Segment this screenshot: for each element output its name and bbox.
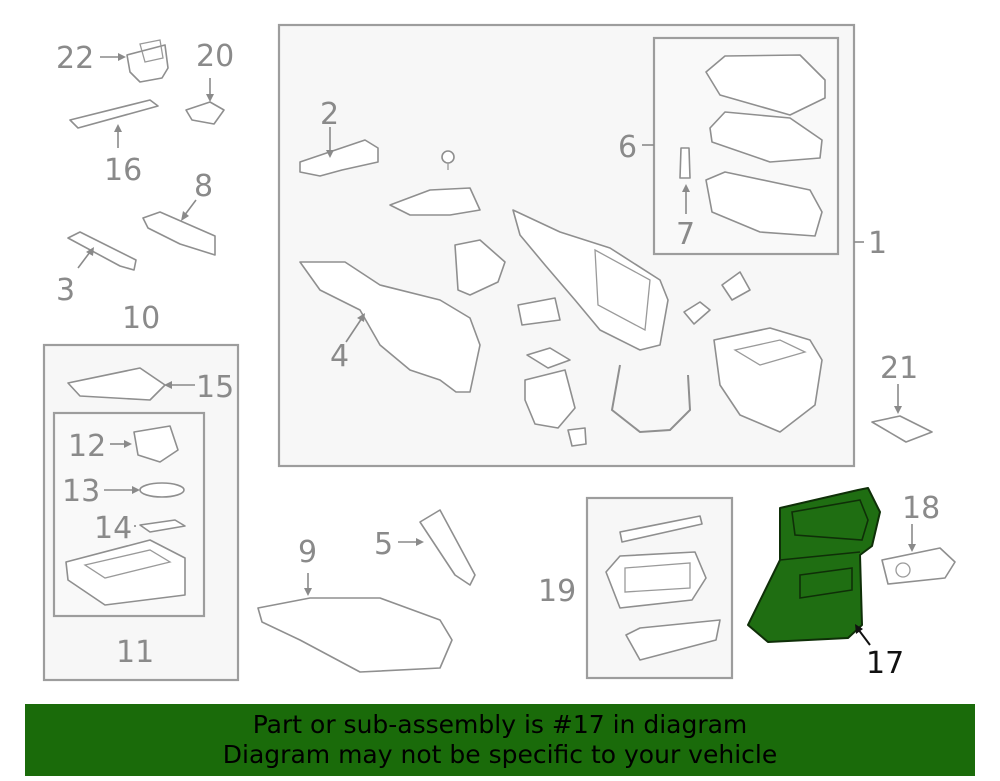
part-clip (441, 150, 455, 170)
callout-17[interactable]: 17 (866, 646, 904, 681)
part-plug (683, 301, 711, 325)
part-knob (721, 271, 751, 301)
callout-9: 9 (298, 535, 317, 570)
part-cup-insert (524, 369, 576, 429)
callout-12: 12 (68, 429, 106, 464)
callout-3: 3 (56, 273, 75, 308)
part-17-highlighted-console-panel[interactable] (747, 487, 881, 643)
part-switch (517, 297, 561, 326)
callout-1: 1 (868, 226, 887, 261)
part-9-tray (257, 597, 453, 673)
part-14-clip (139, 519, 186, 533)
part-12-bracket (133, 425, 179, 463)
part-bracket-c (454, 239, 506, 296)
part-15-cover (67, 367, 166, 401)
callout-22: 22 (56, 41, 94, 76)
part-19-trim (619, 515, 703, 543)
callout-21: 21 (880, 351, 918, 386)
callout-20: 20 (196, 39, 234, 74)
part-7-pin (679, 147, 691, 179)
callout-10: 10 (122, 301, 160, 336)
leader-lines (77, 53, 916, 646)
part-armrest-lid (705, 54, 826, 116)
part-19-frame (625, 619, 721, 661)
part-22-shift-boot (126, 39, 169, 83)
callout-13: 13 (62, 474, 100, 509)
callout-14: 14 (94, 511, 132, 546)
callout-18: 18 (902, 491, 940, 526)
callout-5: 5 (374, 527, 393, 562)
part-16-strip (69, 99, 159, 129)
part-wire-harness (610, 364, 692, 434)
callout-2: 2 (320, 97, 339, 132)
part-console-box (713, 327, 823, 433)
callout-16: 16 (104, 153, 142, 188)
part-armrest-pad (709, 111, 823, 163)
part-3-trim (67, 231, 137, 271)
part-bracket-b (389, 187, 481, 216)
callout-15: 15 (196, 370, 234, 405)
part-13-ring (139, 482, 185, 498)
part-connector (567, 427, 587, 447)
callout-19: 19 (538, 574, 576, 609)
part-21-pad (871, 415, 933, 443)
part-armrest-base (705, 171, 823, 237)
banner-line-1: Part or sub-assembly is #17 in diagram (252, 710, 748, 739)
part-18-bezel (881, 547, 956, 585)
callout-7: 7 (676, 217, 695, 252)
part-20-pad (185, 101, 225, 125)
info-banner: Part or sub-assembly is #17 in diagram D… (25, 704, 975, 776)
part-5-panel (419, 509, 476, 586)
part-19-cup-holder (605, 551, 707, 609)
callout-4: 4 (330, 339, 349, 374)
part-2-bracket (299, 139, 379, 177)
callout-6: 6 (618, 130, 637, 165)
callout-8: 8 (194, 169, 213, 204)
part-8-trim (142, 211, 216, 256)
part-bracket-d (526, 347, 571, 369)
part-console-body (512, 209, 669, 351)
part-11-tray (65, 539, 186, 606)
callout-11: 11 (116, 635, 154, 670)
banner-line-2: Diagram may not be specific to your vehi… (222, 740, 778, 769)
